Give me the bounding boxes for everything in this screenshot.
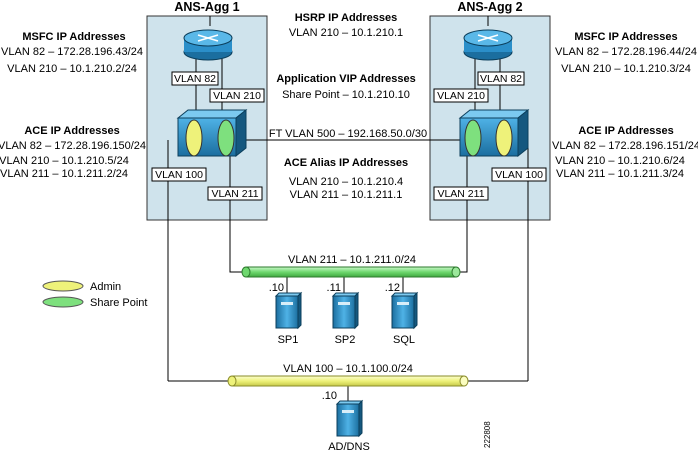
legend-swatch-admin (42, 280, 84, 292)
svg-text:VLAN 211: VLAN 211 (437, 188, 484, 200)
vlan-100-bus-label: VLAN 100 – 10.1.100.0/24 (283, 363, 413, 375)
left-msfc-line: VLAN 82 – 172.28.196.43/24 (1, 46, 143, 58)
legend-label-admin: Admin (90, 281, 121, 293)
vlan-tag: VLAN 211 (207, 186, 263, 201)
alias-line: VLAN 210 – 10.1.210.4 (289, 176, 403, 188)
router-icon (463, 29, 513, 61)
svg-text:VLAN 211: VLAN 211 (211, 188, 258, 200)
vlan-tag: VLAN 211 (433, 186, 489, 201)
ft-vlan-label: FT VLAN 500 – 192.168.50.0/30 (269, 128, 427, 140)
hsrp-line: VLAN 210 – 10.1.210.1 (289, 27, 403, 39)
vlan-tag: VLAN 100 (491, 167, 547, 182)
right-ace-line: VLAN 82 – 172.28.196.151/24 (552, 140, 698, 152)
agg2-title: ANS-Agg 2 (457, 0, 522, 14)
server-icon (390, 291, 419, 330)
ace-module-icon (176, 108, 248, 158)
right-msfc-line: VLAN 210 – 10.1.210.3/24 (561, 63, 691, 75)
vlan-tag: VLAN 82 (477, 71, 525, 86)
alias-title: ACE Alias IP Addresses (284, 157, 408, 169)
left-ace-line: VLAN 82 – 172.28.196.150/24 (0, 140, 146, 152)
left-msfc-title: MSFC IP Addresses (22, 31, 125, 43)
server-icon (274, 291, 303, 330)
left-ace-line: VLAN 211 – 10.1.211.2/24 (0, 168, 128, 180)
server-icon (331, 291, 360, 330)
right-ace-title: ACE IP Addresses (578, 125, 673, 137)
legend-swatch-sharepoint (42, 296, 84, 308)
agg1-title: ANS-Agg 1 (174, 0, 239, 14)
server-ip: .12 (385, 282, 400, 294)
server-name: SP2 (335, 334, 356, 346)
svg-text:VLAN 100: VLAN 100 (495, 169, 543, 181)
right-msfc-title: MSFC IP Addresses (574, 31, 677, 43)
left-ace-line: VLAN 210 – 10.1.210.5/24 (0, 155, 129, 167)
vlan-tag: VLAN 210 (433, 88, 489, 103)
hsrp-title: HSRP IP Addresses (295, 12, 398, 24)
right-ace-line: VLAN 211 – 10.1.211.3/24 (556, 168, 684, 180)
vip-title: Application VIP Addresses (276, 73, 415, 85)
server-ip: .10 (269, 282, 284, 294)
router-icon (183, 29, 233, 61)
left-ace-title: ACE IP Addresses (24, 125, 119, 137)
svg-text:VLAN 210: VLAN 210 (437, 90, 485, 102)
addns-name: AD/DNS (328, 441, 370, 453)
server-name: SQL (393, 334, 415, 346)
legend-label-sharepoint: Share Point (90, 297, 147, 309)
svg-text:VLAN 82: VLAN 82 (480, 73, 522, 85)
vlan-tag: VLAN 210 (209, 88, 265, 103)
right-ace-line: VLAN 210 – 10.1.210.6/24 (555, 155, 685, 167)
vlan-211-bus (241, 266, 461, 278)
vlan-tag: VLAN 82 (171, 71, 219, 86)
server-ip: .11 (327, 282, 341, 294)
server-name: SP1 (278, 334, 299, 346)
svg-text:VLAN 82: VLAN 82 (174, 73, 216, 85)
alias-line: VLAN 211 – 10.1.211.1 (290, 189, 403, 201)
svg-text:VLAN 100: VLAN 100 (155, 169, 203, 181)
figure-id: 222808 (483, 421, 492, 448)
left-msfc-line: VLAN 210 – 10.1.210.2/24 (7, 63, 137, 75)
addns-ip: .10 (322, 390, 337, 402)
svg-text:VLAN 210: VLAN 210 (213, 90, 261, 102)
legend: Admin Share Point (42, 280, 147, 309)
right-msfc-line: VLAN 82 – 172.28.196.44/24 (555, 46, 697, 58)
server-icon (335, 399, 364, 438)
ace-module-icon (458, 108, 530, 158)
vlan-211-bus-label: VLAN 211 – 10.1.211.0/24 (288, 254, 416, 266)
vlan-100-bus (227, 375, 469, 387)
links (167, 16, 529, 404)
vip-line: Share Point – 10.1.210.10 (282, 89, 410, 101)
vlan-tag: VLAN 100 (151, 167, 207, 182)
